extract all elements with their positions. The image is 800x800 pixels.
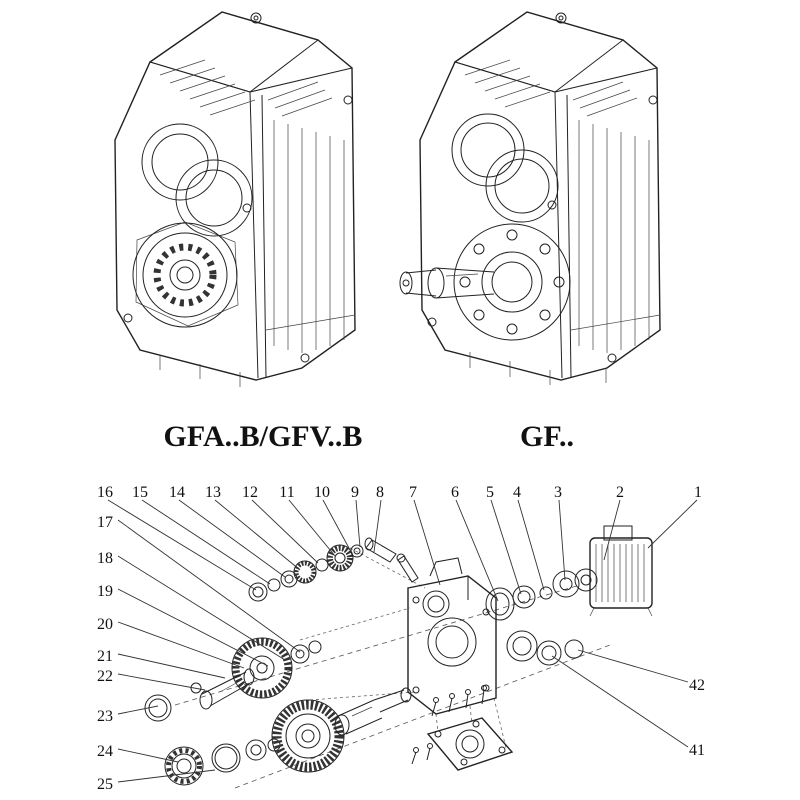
model-label-gf: GF.. [520,420,574,453]
part-number-11: 11 [279,484,294,501]
part-number-24: 24 [97,743,113,760]
model-label-gfab: GFA..B/GFV..B [164,420,363,453]
part-number-3: 3 [554,484,562,501]
part-number-labels: 16 15 14 13 12 11 10 9 8 7 6 5 4 3 2 1 1… [97,484,705,793]
part-number-12: 12 [242,484,258,501]
part-number-10: 10 [314,484,330,501]
part-number-4: 4 [513,484,521,501]
part-number-21: 21 [97,648,113,665]
part-number-9: 9 [351,484,359,501]
leader-lines [107,499,698,783]
part-number-19: 19 [97,583,113,600]
part-number-1: 1 [694,484,702,501]
part-number-14: 14 [169,484,185,501]
part-number-20: 20 [97,616,113,633]
part-number-13: 13 [205,484,221,501]
part-number-23: 23 [97,708,113,725]
part-number-41: 41 [689,742,705,759]
gearbox-drawing-gfab [114,11,356,387]
part-number-22: 22 [97,668,113,685]
part-number-25: 25 [97,776,113,793]
part-input-gear-set [248,537,419,602]
part-intermediate-gear [144,637,322,722]
exploded-view: 16 15 14 13 12 11 10 9 8 7 6 5 4 3 2 1 1… [97,484,705,793]
part-number-8: 8 [376,484,384,501]
part-number-6: 6 [451,484,459,501]
part-housing [407,557,497,715]
part-input-rings [485,570,580,621]
part-number-5: 5 [486,484,494,501]
part-number-7: 7 [409,484,417,501]
part-number-15: 15 [132,484,148,501]
gearbox-drawing-gf [399,11,661,385]
part-number-17: 17 [97,514,113,531]
part-cover-rings [506,630,584,666]
part-flange-plate [426,685,514,771]
part-motor [574,525,653,617]
part-number-42: 42 [689,677,705,694]
part-output-gear-set [164,687,433,786]
part-number-16: 16 [97,484,113,501]
part-number-2: 2 [616,484,624,501]
part-number-18: 18 [97,550,113,567]
